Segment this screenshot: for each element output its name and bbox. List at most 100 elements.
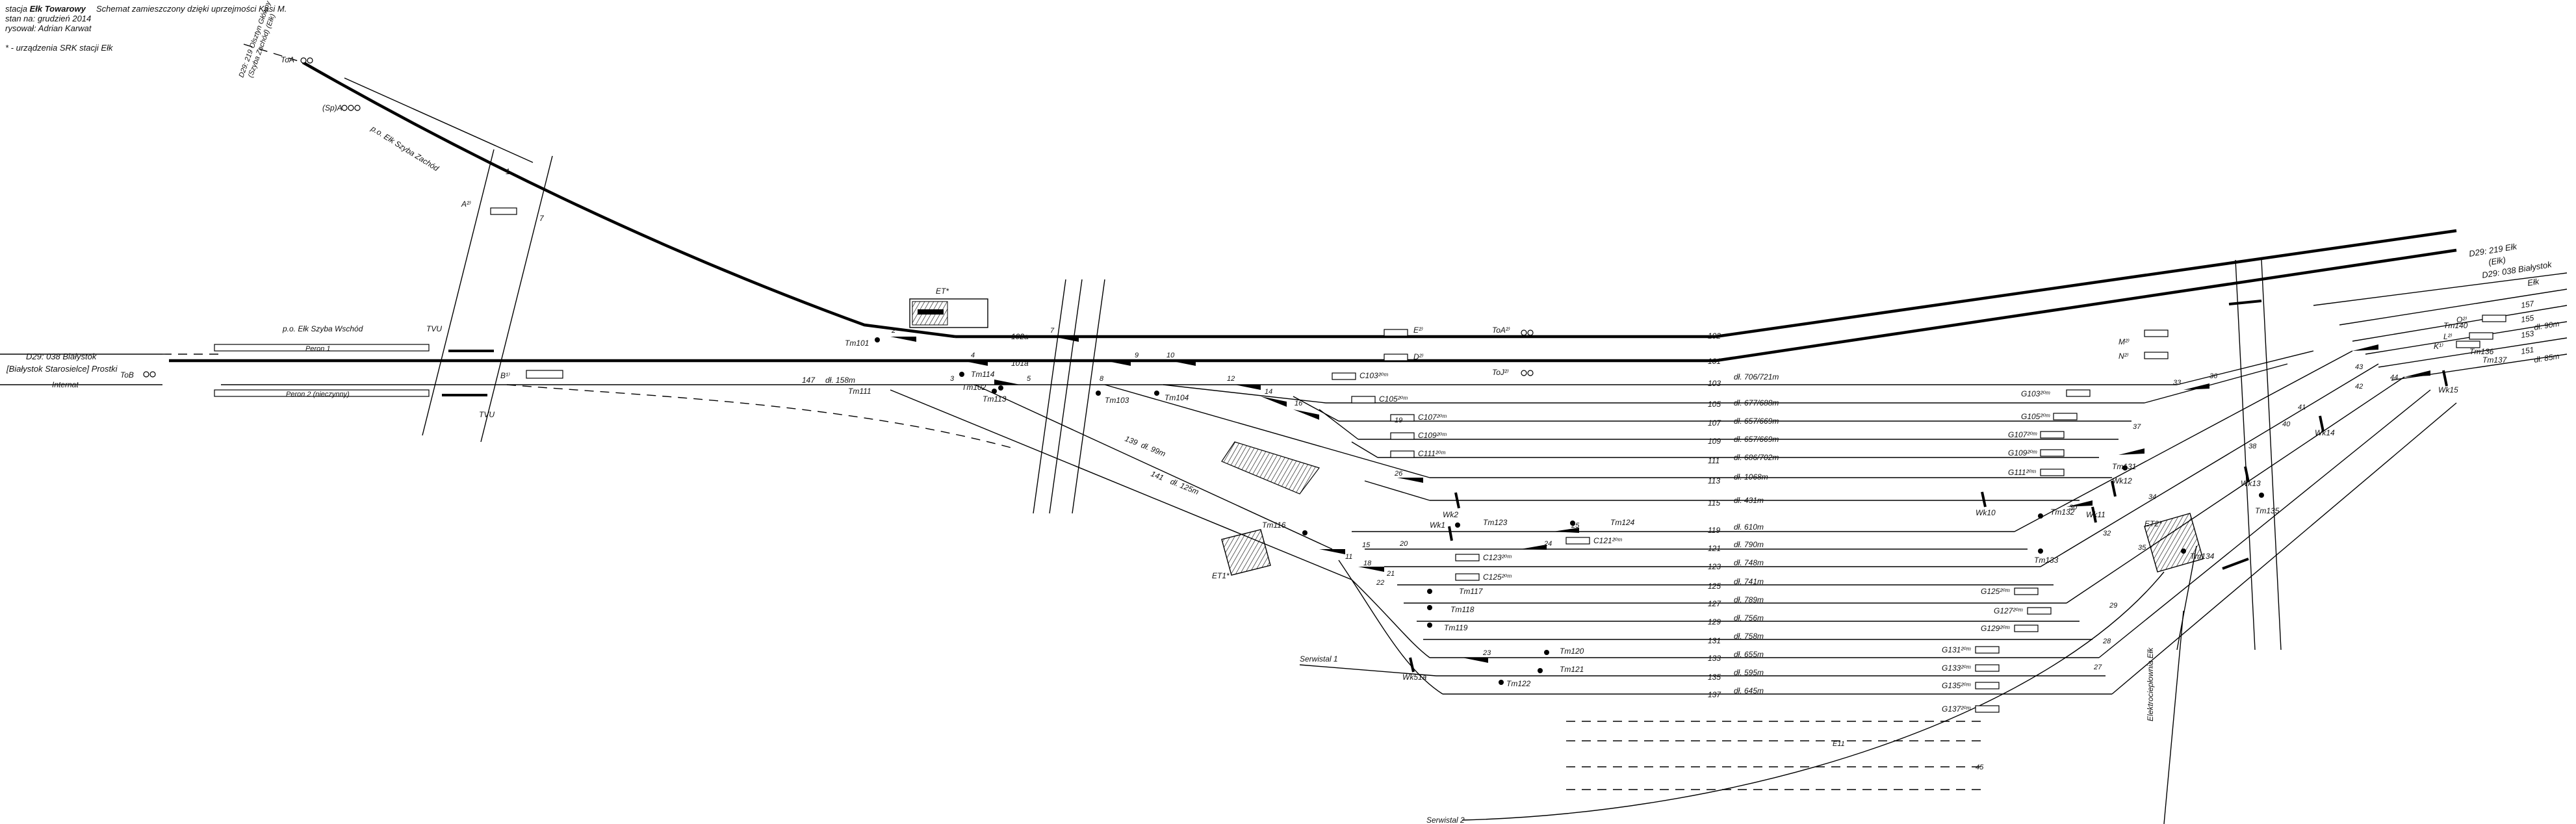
label-track-107: 107: [1708, 418, 1721, 428]
label-sw-45: 45: [1976, 764, 1984, 771]
signal-G111: [2040, 469, 2065, 476]
track-151: [2378, 337, 2568, 368]
label-track-113: 113: [1708, 476, 1720, 485]
track-111-lead: [1351, 441, 1378, 458]
label-sw-37: 37: [2133, 423, 2141, 431]
label-sw-41: 41: [2298, 404, 2306, 411]
label-tm134: Tm134: [2190, 552, 2215, 561]
label-sig-D: D²⁾: [1413, 352, 1424, 361]
label-tm140: Tm140: [2443, 321, 2468, 330]
signal-M: [2144, 329, 2169, 337]
label-sw-15: 15: [1362, 541, 1371, 549]
label-track-101a: 101a: [1011, 359, 1029, 368]
label-C111: C111²⁰ᵐ: [1418, 449, 1446, 458]
label-C103: C103²⁰ᵐ: [1359, 371, 1388, 380]
shunt-tm135: [2259, 493, 2264, 498]
label-sig-toa: ToA²⁾: [1492, 326, 1510, 335]
label-tvu-bottom: TVU: [479, 410, 495, 419]
wk51a: [1409, 657, 1415, 673]
label-sw-7: 7: [1050, 327, 1055, 335]
signal-O: [2482, 315, 2506, 322]
label-sig-L: L²⁾: [2443, 332, 2453, 341]
shunt-tm124: [1570, 521, 1575, 526]
label-track-109: 109: [1708, 437, 1721, 446]
label-track-101: 101: [1708, 357, 1721, 366]
signal-B: [526, 370, 563, 379]
switch-15: [1319, 549, 1345, 554]
label-len-121: dł. 790m: [1734, 540, 1764, 549]
label-len-111: dł. 686/702m: [1734, 453, 1779, 462]
track-155: [2352, 305, 2568, 342]
label-sw-22: 22: [1376, 579, 1384, 587]
et1-box: [1221, 529, 1271, 576]
et2-box: [2144, 513, 2204, 573]
label-len-123: dł. 748m: [1734, 558, 1764, 567]
label-wk51a: Wk51a: [1402, 673, 1427, 682]
label-G109: G109²⁰ᵐ: [2008, 448, 2037, 457]
track-105-lead: [1163, 384, 1326, 404]
label-spa: (Sp)A: [322, 103, 342, 112]
signal-G135: [1975, 682, 2000, 689]
signal-G125: [2014, 587, 2039, 595]
signal-G127: [2027, 607, 2052, 615]
label-G129: G129²⁰ᵐ: [1981, 624, 2010, 633]
label-wk2: Wk2: [1443, 510, 1458, 519]
label-sw-4: 4: [971, 352, 975, 359]
header-drawn-by: rysował: Adrian Karwat: [5, 23, 92, 33]
track-157: [2339, 289, 2568, 326]
label-track-155: 155: [2520, 313, 2534, 324]
header-station: stacja Ełk Towarowy: [5, 4, 86, 14]
label-sw-5: 5: [1027, 375, 1031, 383]
elektrocieplownia-track: [2163, 610, 2184, 824]
signal-G131: [1975, 646, 2000, 654]
label-tm111: Tm111: [848, 387, 871, 396]
et-box-top: [909, 298, 988, 328]
shunt-tm120: [1544, 650, 1549, 655]
label-C121: C121²⁰ᵐ: [1593, 536, 1622, 545]
label-track-111: 111: [1708, 456, 1719, 465]
label-sw-8: 8: [1100, 375, 1104, 383]
label-sw-19: 19: [1395, 417, 1402, 424]
label-tm122: Tm122: [1506, 679, 1531, 688]
label-tm121: Tm121: [1560, 665, 1584, 674]
east-fan-4: [2098, 389, 2431, 658]
label-track-133: 133: [1708, 654, 1721, 663]
label-track-153: 153: [2520, 329, 2534, 340]
label-len-139: dł. 99m: [1140, 441, 1167, 459]
signal-ToB: [143, 371, 156, 378]
label-sig-B: B¹⁾: [500, 371, 510, 380]
signal-ToJ: [1521, 370, 1534, 376]
east-fan-6: [2144, 363, 2288, 404]
label-tm102: Tm102: [962, 383, 986, 392]
track-107-lead: [1293, 396, 1339, 422]
label-sw-29: 29: [2109, 602, 2117, 610]
switch-30: [2067, 500, 2093, 507]
label-sw-44: 44: [2390, 374, 2398, 381]
label-len-105: dł. 677/688m: [1734, 398, 1779, 407]
label-sw-3: 3: [950, 375, 955, 383]
wk13: [2244, 466, 2250, 483]
switch-12: [1235, 385, 1261, 390]
shunt-tm122: [1499, 680, 1504, 685]
track-139: [974, 384, 1333, 550]
label-G135: G135²⁰ᵐ: [1942, 681, 1971, 690]
switch-9: [1105, 361, 1131, 366]
switch-7: [1053, 337, 1079, 342]
label-track-102: 102: [1708, 331, 1721, 341]
header-note: * - urządzenia SRK stacji Ełk: [5, 43, 113, 53]
signal-ToA-top: [300, 57, 313, 64]
label-et2: ET2*: [2145, 519, 2162, 528]
label-len-119: dł. 610m: [1734, 522, 1764, 532]
label-sig-O: O²⁾: [2456, 315, 2467, 324]
signal-N: [2144, 352, 2169, 359]
label-G127: G127²⁰ᵐ: [1994, 606, 2023, 615]
shunt-tm133: [2038, 548, 2043, 554]
label-len-131: dł. 758m: [1734, 632, 1764, 641]
label-len-133: dł. 655m: [1734, 650, 1764, 659]
label-line038-left-sub: [Białystok Starosielce] Prostki: [6, 364, 118, 374]
label-sig-K: K¹⁾: [2434, 342, 2443, 351]
signal-G137: [1975, 705, 2000, 713]
signal-K: [2456, 341, 2480, 348]
shunt-tm104: [1154, 391, 1159, 396]
label-tm131: Tm131: [2112, 462, 2136, 471]
